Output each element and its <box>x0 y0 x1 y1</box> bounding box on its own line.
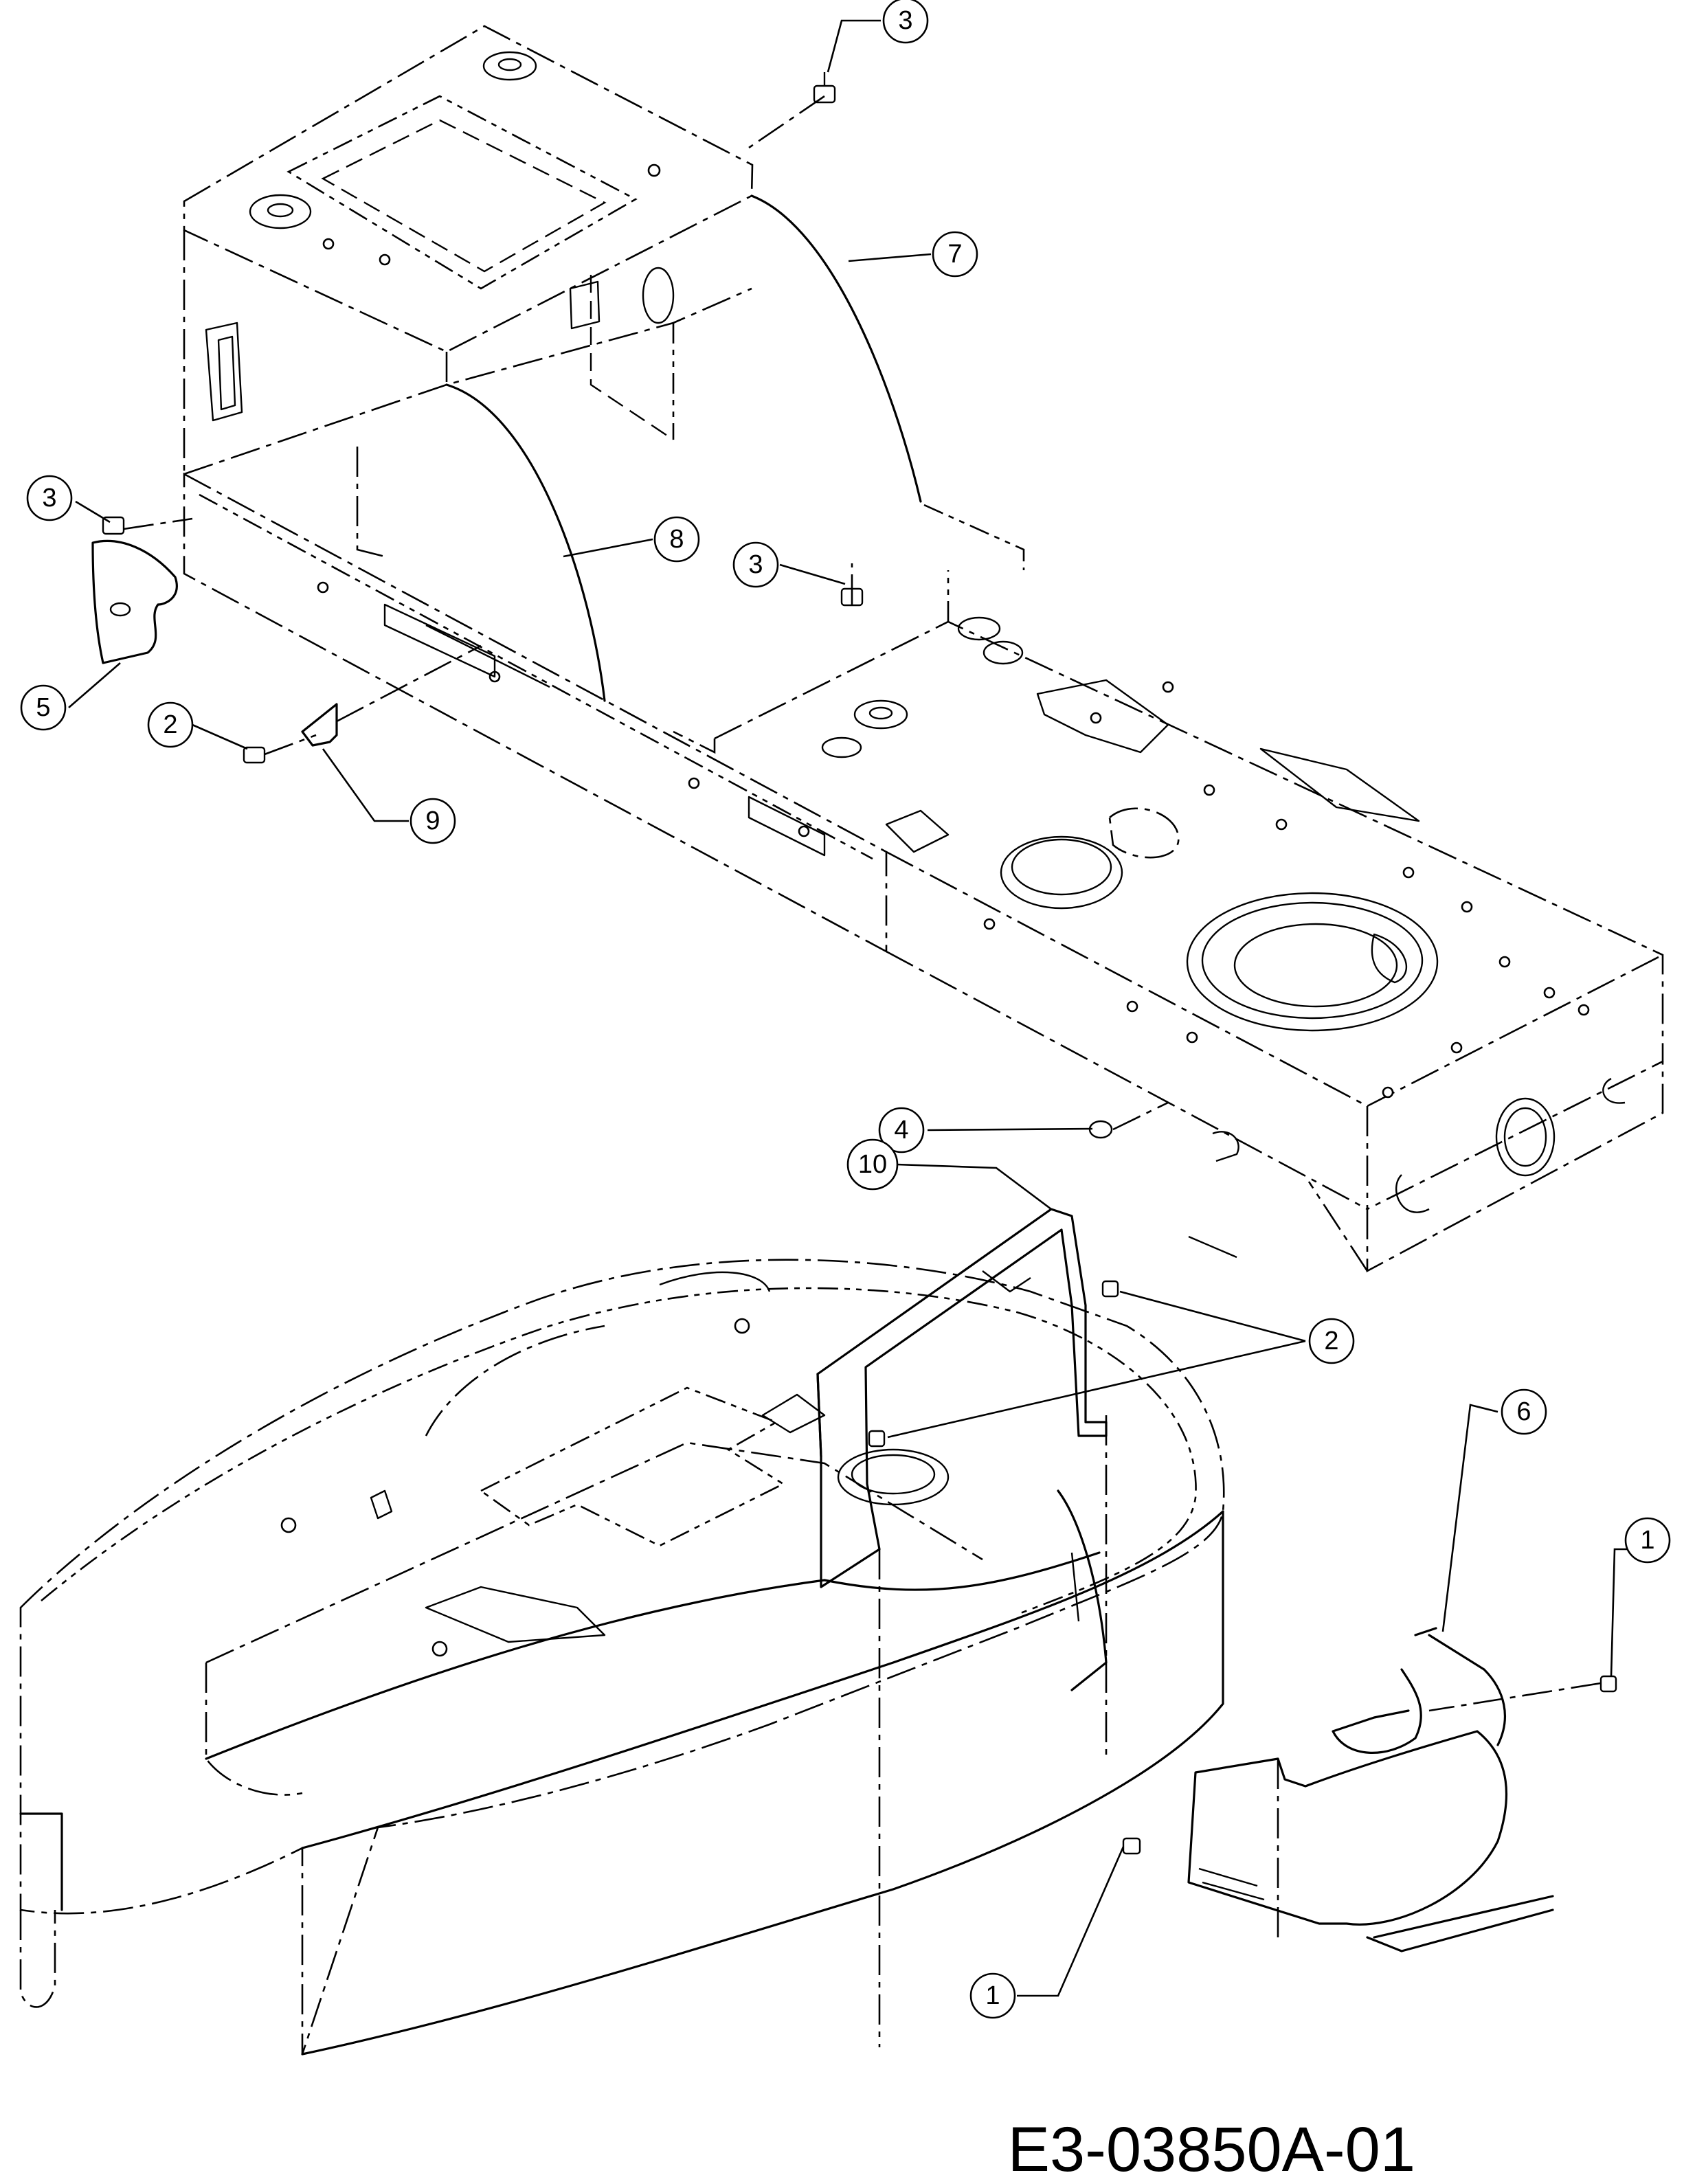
plate-5 <box>91 539 178 664</box>
screw-3-top <box>813 72 836 104</box>
svg-text:2: 2 <box>163 710 177 739</box>
callout-3-left: 3 <box>26 475 73 521</box>
svg-text:5: 5 <box>36 693 50 722</box>
belt-cover <box>1187 1627 1554 1952</box>
screw-3-left <box>102 516 125 535</box>
callout-7: 7 <box>932 231 978 278</box>
callout-2-upper: 2 <box>147 701 194 748</box>
lift-handle <box>816 1208 1108 2047</box>
svg-text:2: 2 <box>1324 1327 1338 1355</box>
svg-text:3: 3 <box>898 6 912 35</box>
callout-4: 4 <box>878 1107 925 1153</box>
mower-deck <box>19 1259 1225 2056</box>
bracket-9 <box>301 703 338 747</box>
svg-text:1: 1 <box>985 1981 1000 2010</box>
hardware <box>91 72 1617 1855</box>
diagram-reference-code: E3-03850A-01 <box>1008 2115 1415 2184</box>
callout-5: 5 <box>20 684 67 731</box>
svg-text:7: 7 <box>947 240 962 269</box>
callout-1-right: 1 <box>1624 1517 1671 1564</box>
callout-2-lower: 2 <box>1308 1318 1355 1364</box>
svg-text:6: 6 <box>1516 1397 1531 1426</box>
svg-text:4: 4 <box>894 1116 908 1145</box>
svg-text:1: 1 <box>1640 1526 1654 1555</box>
callout-8: 8 <box>653 516 700 563</box>
svg-text:10: 10 <box>858 1150 887 1179</box>
callout-balloons: 3 7 3 8 3 5 2 9 4 10 2 6 1 1 <box>20 0 1671 2019</box>
svg-text:3: 3 <box>42 484 56 513</box>
callout-1-bottom: 1 <box>969 1972 1016 2019</box>
callout-3-mid: 3 <box>732 541 779 588</box>
svg-text:9: 9 <box>425 807 440 835</box>
frame-assembly <box>183 25 1664 1273</box>
svg-text:3: 3 <box>748 550 763 579</box>
callout-3-top: 3 <box>882 0 929 44</box>
callout-6: 6 <box>1501 1388 1547 1435</box>
svg-text:8: 8 <box>669 525 684 554</box>
callout-9: 9 <box>409 798 456 844</box>
callout-10: 10 <box>846 1138 899 1191</box>
